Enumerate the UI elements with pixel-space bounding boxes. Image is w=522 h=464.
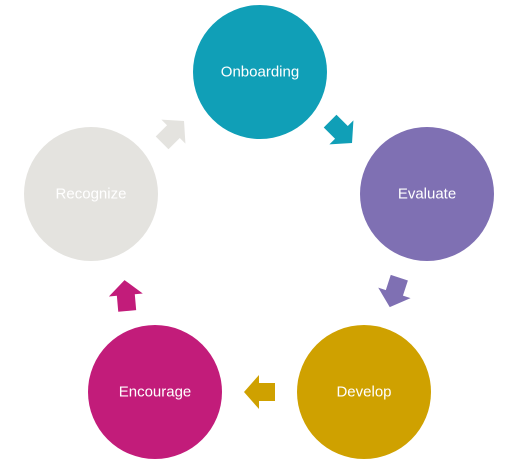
node-recognize: Recognize: [24, 127, 158, 261]
node-onboarding-label: Onboarding: [221, 64, 299, 81]
node-develop-label: Develop: [336, 384, 391, 401]
node-onboarding-circle: [193, 5, 327, 139]
node-encourage: Encourage: [88, 325, 222, 459]
arrow-encourage-to-recognize: [108, 280, 143, 312]
arrow-recognize-to-onboarding: [155, 119, 186, 150]
node-recognize-circle: [24, 127, 158, 261]
node-encourage-circle: [88, 325, 222, 459]
arrow-evaluate-to-develop: [378, 274, 411, 308]
node-evaluate-label: Evaluate: [398, 186, 456, 203]
node-encourage-label: Encourage: [119, 384, 192, 401]
node-evaluate: Evaluate: [360, 127, 494, 261]
node-develop-circle: [297, 325, 431, 459]
node-onboarding: Onboarding: [193, 5, 327, 139]
node-develop: Develop: [297, 325, 431, 459]
node-recognize-label: Recognize: [56, 186, 127, 203]
arrow-onboarding-to-evaluate: [323, 114, 354, 145]
arrow-develop-to-encourage: [244, 375, 275, 409]
node-evaluate-circle: [360, 127, 494, 261]
